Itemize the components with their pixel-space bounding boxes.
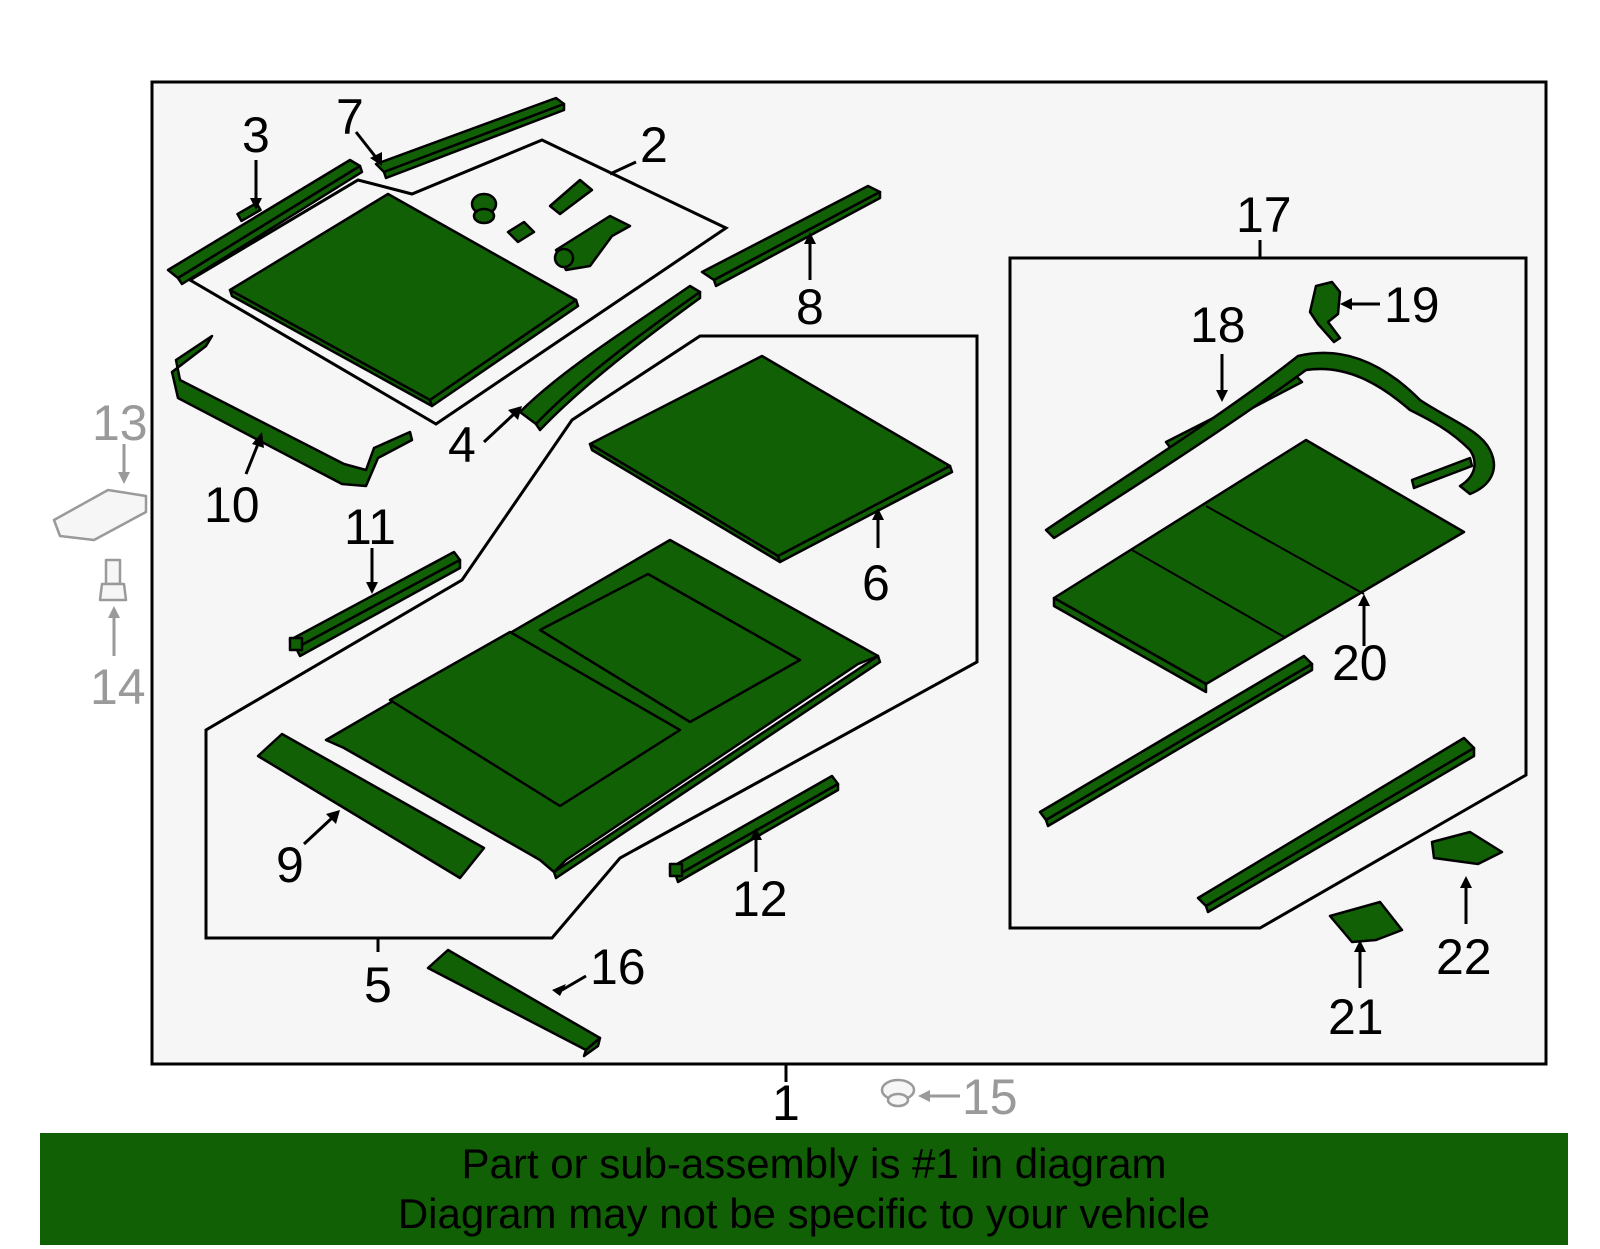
part-13-bracket — [52, 488, 148, 542]
part-17-lower-rail-left — [1038, 654, 1314, 828]
callout-14: 14 — [90, 659, 146, 715]
callout-5: 5 — [364, 957, 392, 1013]
part-17-frame — [1044, 351, 1496, 540]
part-2-clips — [470, 178, 632, 272]
part-19-bracket — [1308, 280, 1342, 344]
callout-22: 22 — [1436, 929, 1492, 985]
callout-13: 13 — [92, 395, 148, 451]
part-8-rail — [700, 184, 882, 288]
callout-12: 12 — [732, 871, 788, 927]
part-21-bracket — [1328, 900, 1404, 944]
callout-3: 3 — [242, 107, 270, 163]
callout-18: 18 — [1190, 297, 1246, 353]
part-16-rail — [426, 948, 602, 1058]
part-11-rail — [288, 550, 462, 658]
callout-16: 16 — [590, 939, 646, 995]
callout-2: 2 — [640, 117, 668, 173]
callout-19: 19 — [1384, 277, 1440, 333]
callout-21: 21 — [1328, 989, 1384, 1045]
part-20-sunshade — [1052, 438, 1466, 694]
callout-1: 1 — [772, 1075, 800, 1131]
part-10-seal — [170, 334, 414, 488]
part-2-glass — [228, 192, 580, 408]
callout-9: 9 — [276, 837, 304, 893]
part-5-roof-panel — [324, 538, 882, 880]
callout-7: 7 — [336, 89, 364, 145]
callout-17: 17 — [1236, 187, 1292, 243]
disclaimer-banner: Part or sub-assembly is #1 in diagram Di… — [40, 1133, 1568, 1245]
callout-11: 11 — [344, 499, 396, 555]
callout-4: 4 — [448, 417, 476, 473]
part-9-rail — [256, 732, 486, 880]
banner-line-1: Part or sub-assembly is #1 in diagram — [461, 1140, 1167, 1187]
part-7-rail — [374, 96, 566, 180]
part-15-clip — [880, 1078, 916, 1108]
part-6-glass-panel — [588, 354, 954, 564]
leader-lines — [108, 131, 1472, 1102]
part-14-bolt — [98, 558, 128, 602]
part-3-rail — [166, 158, 364, 286]
part-17-lower-rail-right — [1196, 736, 1476, 914]
banner-line-2: Diagram may not be specific to your vehi… — [397, 1190, 1211, 1237]
callout-10: 10 — [204, 477, 260, 533]
part-22-bracket — [1430, 830, 1504, 866]
callout-8: 8 — [796, 279, 824, 335]
part-4-rail — [518, 284, 702, 432]
subassembly-frame-17 — [1008, 256, 1528, 930]
callout-15: 15 — [962, 1069, 1018, 1125]
subassembly-frame-2 — [187, 138, 730, 426]
callout-20: 20 — [1332, 635, 1388, 691]
callout-6: 6 — [862, 555, 890, 611]
